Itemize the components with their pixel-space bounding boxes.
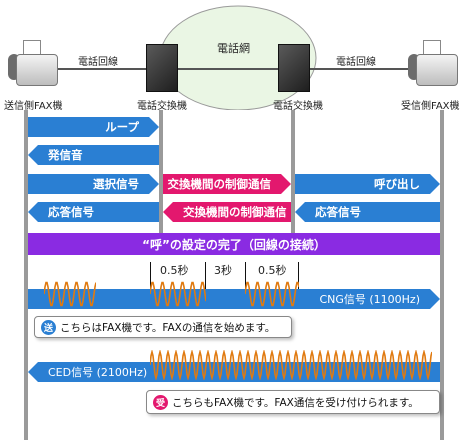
timeline-exchange-right [291, 110, 295, 235]
cng-label: CNG信号 (1100Hz) [319, 293, 420, 306]
receiver-bubble-text: こちらもFAX機です。FAX通信を受け付けられます。 [172, 396, 419, 409]
cng-wave-1 [44, 281, 96, 307]
timing-label-1: 0.5秒 [160, 264, 189, 277]
network-label: 電話網 [217, 42, 250, 55]
sender-fax-icon [6, 40, 58, 90]
cng-wave-3 [245, 281, 299, 307]
line-label-left: 電話回線 [78, 57, 118, 68]
line-sender-exchange [55, 68, 150, 70]
arrow-ringing: 呼び出し [295, 174, 440, 194]
arrow-dial-tone: 発信音 [28, 145, 159, 165]
timing-tick-1 [150, 262, 151, 306]
arrow-cng: CNG信号 (1100Hz) [28, 289, 440, 309]
timing-tick-2 [205, 262, 206, 306]
receiver-speech-bubble: 受 こちらもFAX機です。FAX通信を受け付けられます。 [146, 390, 440, 414]
timing-label-2: 3秒 [214, 264, 232, 277]
arrow-select-signal: 選択信号 [28, 174, 159, 194]
receiver-fax-icon [406, 40, 458, 90]
exchange-right-icon [278, 44, 310, 92]
call-established-text: “呼”の設定の完了（回線の接続） [142, 237, 326, 252]
line-label-right: 電話回線 [336, 57, 376, 68]
ced-wave [150, 350, 432, 380]
arrow-answer-left: 応答信号 [28, 202, 159, 222]
sender-badge-icon: 送 [41, 319, 56, 335]
timeline-exchange-left [159, 110, 163, 235]
timeline-sender [24, 110, 28, 440]
arrow-control-2: 交換機間の制御通信 [163, 202, 291, 222]
arrow-loop: ループ [28, 117, 159, 137]
timing-tick-3 [245, 262, 246, 306]
exchange-left-label: 電話交換機 [137, 101, 187, 112]
timing-label-3: 0.5秒 [258, 264, 287, 277]
arrow-control-1: 交換機間の制御通信 [163, 174, 291, 194]
line-exchange-exchange [172, 68, 282, 70]
exchange-left-icon [146, 44, 178, 92]
sender-bubble-text: こちらはFAX機です。FAXの通信を始めます。 [60, 321, 276, 334]
call-established-banner: “呼”の設定の完了（回線の接続） [28, 233, 440, 255]
receiver-badge-icon: 受 [153, 394, 168, 410]
line-exchange-receiver [305, 68, 413, 70]
receiver-label: 受信側FAX機 [401, 101, 460, 112]
arrow-answer-right: 応答信号 [295, 202, 440, 222]
ced-label: CED信号 (2100Hz) [48, 366, 148, 379]
sender-label: 送信側FAX機 [4, 101, 63, 112]
exchange-right-label: 電話交換機 [273, 101, 323, 112]
sender-speech-bubble: 送 こちらはFAX機です。FAXの通信を始めます。 [34, 316, 292, 338]
timeline-receiver [440, 110, 444, 440]
cng-wave-2 [150, 281, 206, 307]
